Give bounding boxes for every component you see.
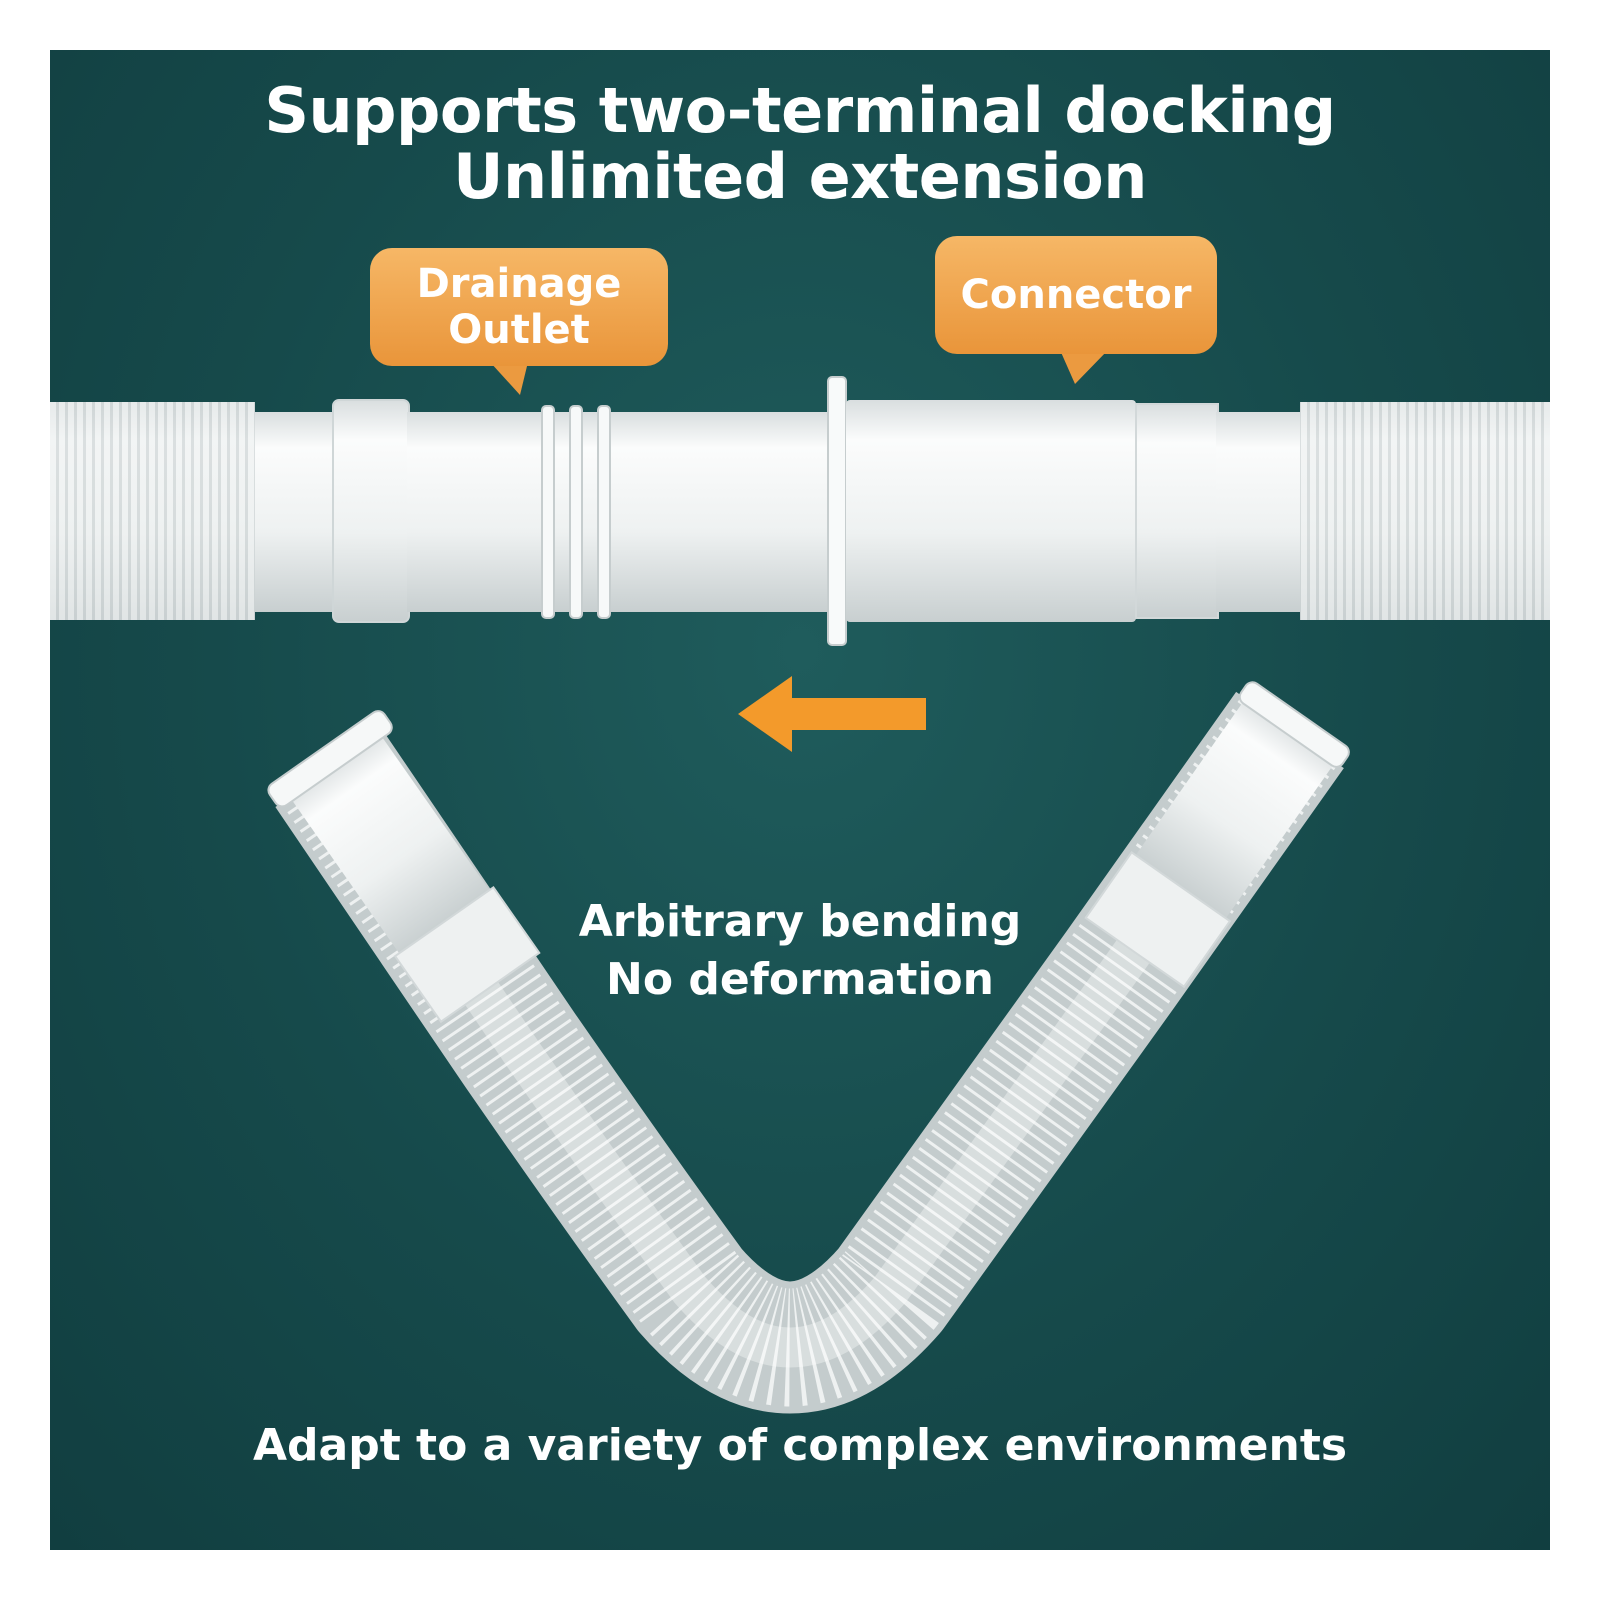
callout-line-2: Outlet xyxy=(448,307,590,353)
drainage-outlet-collar xyxy=(332,399,410,623)
left-sleeve xyxy=(255,412,335,612)
product-illustration xyxy=(50,350,1550,1414)
bent-hose xyxy=(267,681,1350,1414)
callout-line-1: Drainage xyxy=(416,261,622,307)
bending-caption: Arbitrary bending No deformation xyxy=(550,893,1050,1009)
product-panel: Supports two-terminal docking Unlimited … xyxy=(50,50,1550,1550)
connector-flange xyxy=(827,376,847,646)
right-tube xyxy=(1216,412,1302,612)
headline-line-1: Supports two-terminal docking xyxy=(264,74,1336,147)
left-arrow-icon xyxy=(738,676,926,752)
straight-pipe-assembly xyxy=(50,376,1550,646)
headline: Supports two-terminal docking Unlimited … xyxy=(50,78,1550,210)
drainage-outlet-callout: Drainage Outlet xyxy=(370,248,668,366)
bending-line-1: Arbitrary bending xyxy=(578,896,1022,947)
connector-body xyxy=(846,400,1136,622)
connector-callout: Connector xyxy=(935,236,1217,354)
callout-label: Connector xyxy=(960,272,1192,318)
footer-caption: Adapt to a variety of complex environmen… xyxy=(252,1420,1348,1471)
center-tube xyxy=(407,412,847,612)
headline-line-2: Unlimited extension xyxy=(453,140,1147,213)
bending-line-2: No deformation xyxy=(606,954,994,1005)
